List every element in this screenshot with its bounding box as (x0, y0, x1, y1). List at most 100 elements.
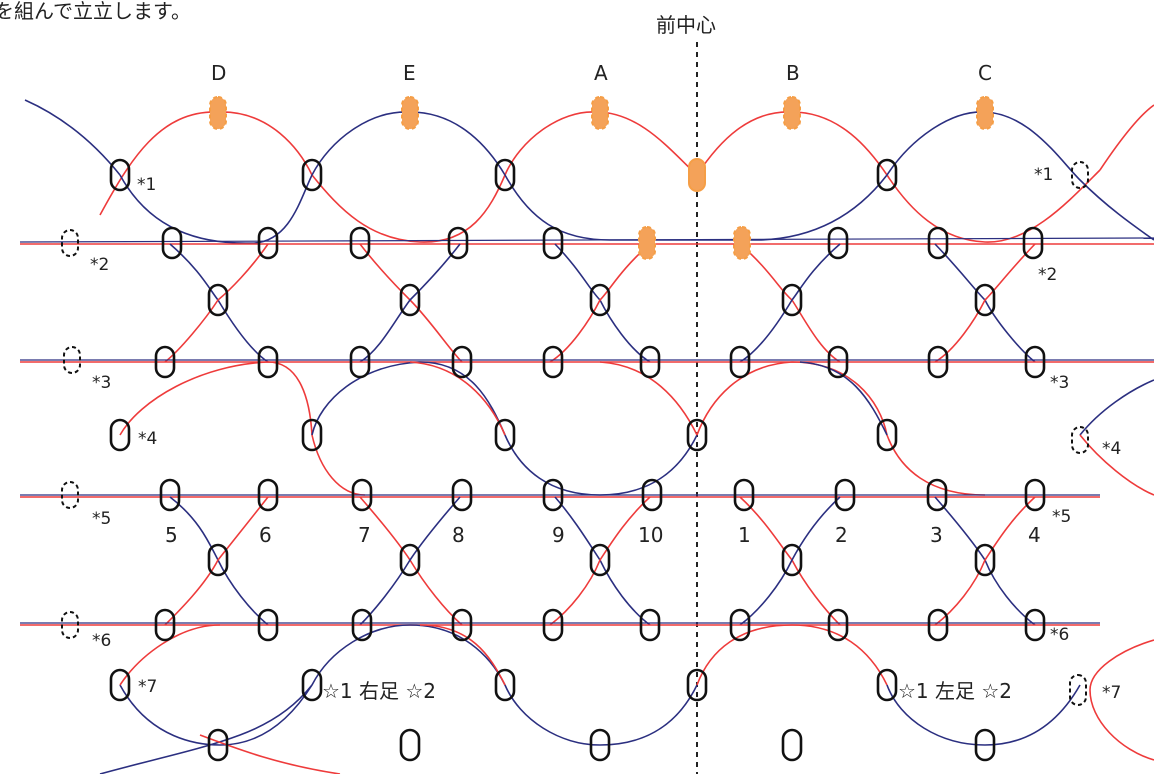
bead (349, 226, 371, 260)
blue-thread (119, 684, 313, 746)
bead (301, 158, 323, 192)
red-thread (119, 361, 366, 496)
red-thread (1079, 434, 1154, 496)
bead (974, 543, 996, 577)
bead (781, 283, 803, 317)
bead (349, 345, 371, 379)
bead (974, 283, 996, 317)
bead (733, 478, 755, 512)
bead (159, 478, 181, 512)
bead-number: 10 (638, 523, 663, 547)
red-thread (164, 243, 269, 363)
star-note: *6 (92, 631, 111, 651)
blue-thread (311, 361, 506, 436)
bead (834, 478, 856, 512)
bead (154, 608, 176, 642)
highlight-bead (733, 226, 751, 260)
highlight-bead (976, 96, 994, 130)
bead (451, 478, 473, 512)
bead-number: 3 (930, 523, 943, 547)
red-thread (549, 496, 651, 626)
bead-number: 9 (552, 523, 565, 547)
red-thread (359, 496, 463, 626)
bead (827, 345, 849, 379)
blue-thread (1079, 379, 1154, 436)
bead (876, 158, 898, 192)
bead (827, 608, 849, 642)
center-label: 前中心 (656, 13, 716, 37)
star-note: *1 (137, 175, 156, 195)
bead (589, 728, 611, 762)
bead (1024, 478, 1046, 512)
bead (301, 668, 323, 702)
star-note: *6 (1050, 625, 1069, 645)
bead (639, 608, 661, 642)
blue-thread (934, 243, 1036, 363)
bead (154, 345, 176, 379)
bead (686, 668, 708, 702)
column-label-a: A (594, 61, 608, 85)
column-label-c: C (978, 61, 992, 85)
red-thread (1089, 639, 1154, 761)
bead (589, 283, 611, 317)
blue-thread (99, 684, 313, 774)
bead (399, 283, 421, 317)
bead-number: 7 (358, 523, 371, 547)
red-thread (934, 243, 1036, 363)
bead (207, 728, 229, 762)
bead (589, 543, 611, 577)
red-thread (934, 496, 1036, 626)
blue-thread (169, 243, 269, 363)
bead (926, 478, 948, 512)
red-thread (696, 624, 888, 686)
red-thread (549, 243, 651, 363)
bead (542, 478, 564, 512)
bead (257, 478, 279, 512)
blue-thread (739, 496, 841, 626)
bead-number: 5 (165, 523, 178, 547)
bead (781, 543, 803, 577)
bead (207, 283, 229, 317)
open-bead (63, 346, 81, 374)
bead (1022, 226, 1044, 260)
right-foot-label: ☆1 右足 ☆2 (322, 679, 436, 703)
bead (351, 478, 373, 512)
highlight-bead (783, 96, 801, 130)
bead (686, 418, 708, 452)
open-bead (1069, 674, 1087, 706)
open-bead (1071, 426, 1089, 454)
highlight-bead (209, 96, 227, 130)
red-thread (696, 361, 986, 496)
bead (399, 728, 421, 762)
highlight-bead (591, 96, 609, 130)
star-note: *3 (1050, 373, 1069, 393)
bead (927, 608, 949, 642)
bead (451, 345, 473, 379)
open-bead (1071, 161, 1089, 189)
open-bead (61, 229, 79, 257)
bead (447, 226, 469, 260)
bead (207, 543, 229, 577)
red-thread (311, 174, 506, 243)
column-label-b: B (786, 61, 800, 85)
bead (257, 608, 279, 642)
bead (876, 418, 898, 452)
bead (729, 345, 751, 379)
open-bead (61, 611, 79, 639)
red-thread (599, 361, 698, 436)
blue-thread (886, 111, 1154, 241)
bead (542, 226, 564, 260)
star-note: *5 (1052, 507, 1071, 527)
bead-number: 8 (452, 523, 465, 547)
star-note: *4 (1102, 439, 1121, 459)
star-note: *1 (1034, 165, 1053, 185)
bead (542, 345, 564, 379)
red-thread (419, 624, 506, 686)
bead (542, 608, 564, 642)
blue-thread (739, 243, 841, 363)
bead-number: 1 (738, 523, 751, 547)
blue-thread (504, 434, 698, 496)
highlight-bead (401, 96, 419, 130)
